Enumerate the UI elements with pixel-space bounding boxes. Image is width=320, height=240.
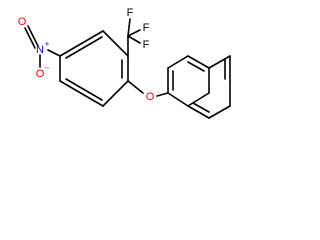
bond-layer [24, 18, 231, 119]
naph-a-bond-6 [167, 92, 189, 107]
atom-label-oxygen-nitro-top: O [18, 16, 27, 28]
atom-label-nitrogen: N [36, 44, 44, 56]
ring1-bond-1-inner [65, 36, 103, 59]
bond-n-o-top [24, 27, 36, 49]
atom-label-fluorine-3: F [143, 39, 150, 51]
bond-c-f2 [127, 29, 141, 37]
bond-o-naph [156, 92, 169, 97]
bond-c-f3 [127, 35, 141, 44]
naph-a-bond-3-inner [187, 61, 205, 72]
atom-label-fluorine-2: F [143, 22, 150, 34]
bond-ring-o [127, 80, 144, 94]
atom-label-oxygen-ether: O [146, 91, 155, 103]
naph-a-bond-5 [187, 92, 210, 107]
naph-b-bond-4 [208, 105, 231, 119]
molecule-structure: O N + O − F F F O [0, 0, 240, 153]
ring1-bond-2 [102, 30, 129, 57]
charge-minus: − [45, 64, 50, 73]
ring1-bond-5 [59, 80, 104, 107]
atom-label-fluorine-1: F [127, 7, 134, 19]
bond-n-o-top-double [27, 25, 39, 47]
bond-n-ring [47, 49, 61, 57]
ring1-bond-4 [102, 80, 129, 107]
naph-b-bond-5-inner [192, 102, 210, 113]
naph-a-bond-2 [167, 55, 189, 69]
bond-c-f1 [127, 18, 131, 37]
label-layer: O N + O − F F F O [18, 7, 155, 103]
atom-label-oxygen-nitro-bottom: O [36, 68, 45, 80]
naph-b-bond-5 [187, 105, 210, 119]
charge-plus: + [45, 40, 50, 49]
ring1-bond-1 [59, 30, 104, 57]
canvas-background [0, 0, 240, 153]
ring1-bond-5-inner [65, 78, 103, 101]
naph-b-bond-1 [208, 55, 231, 69]
naph-a-bond-3 [187, 55, 210, 69]
